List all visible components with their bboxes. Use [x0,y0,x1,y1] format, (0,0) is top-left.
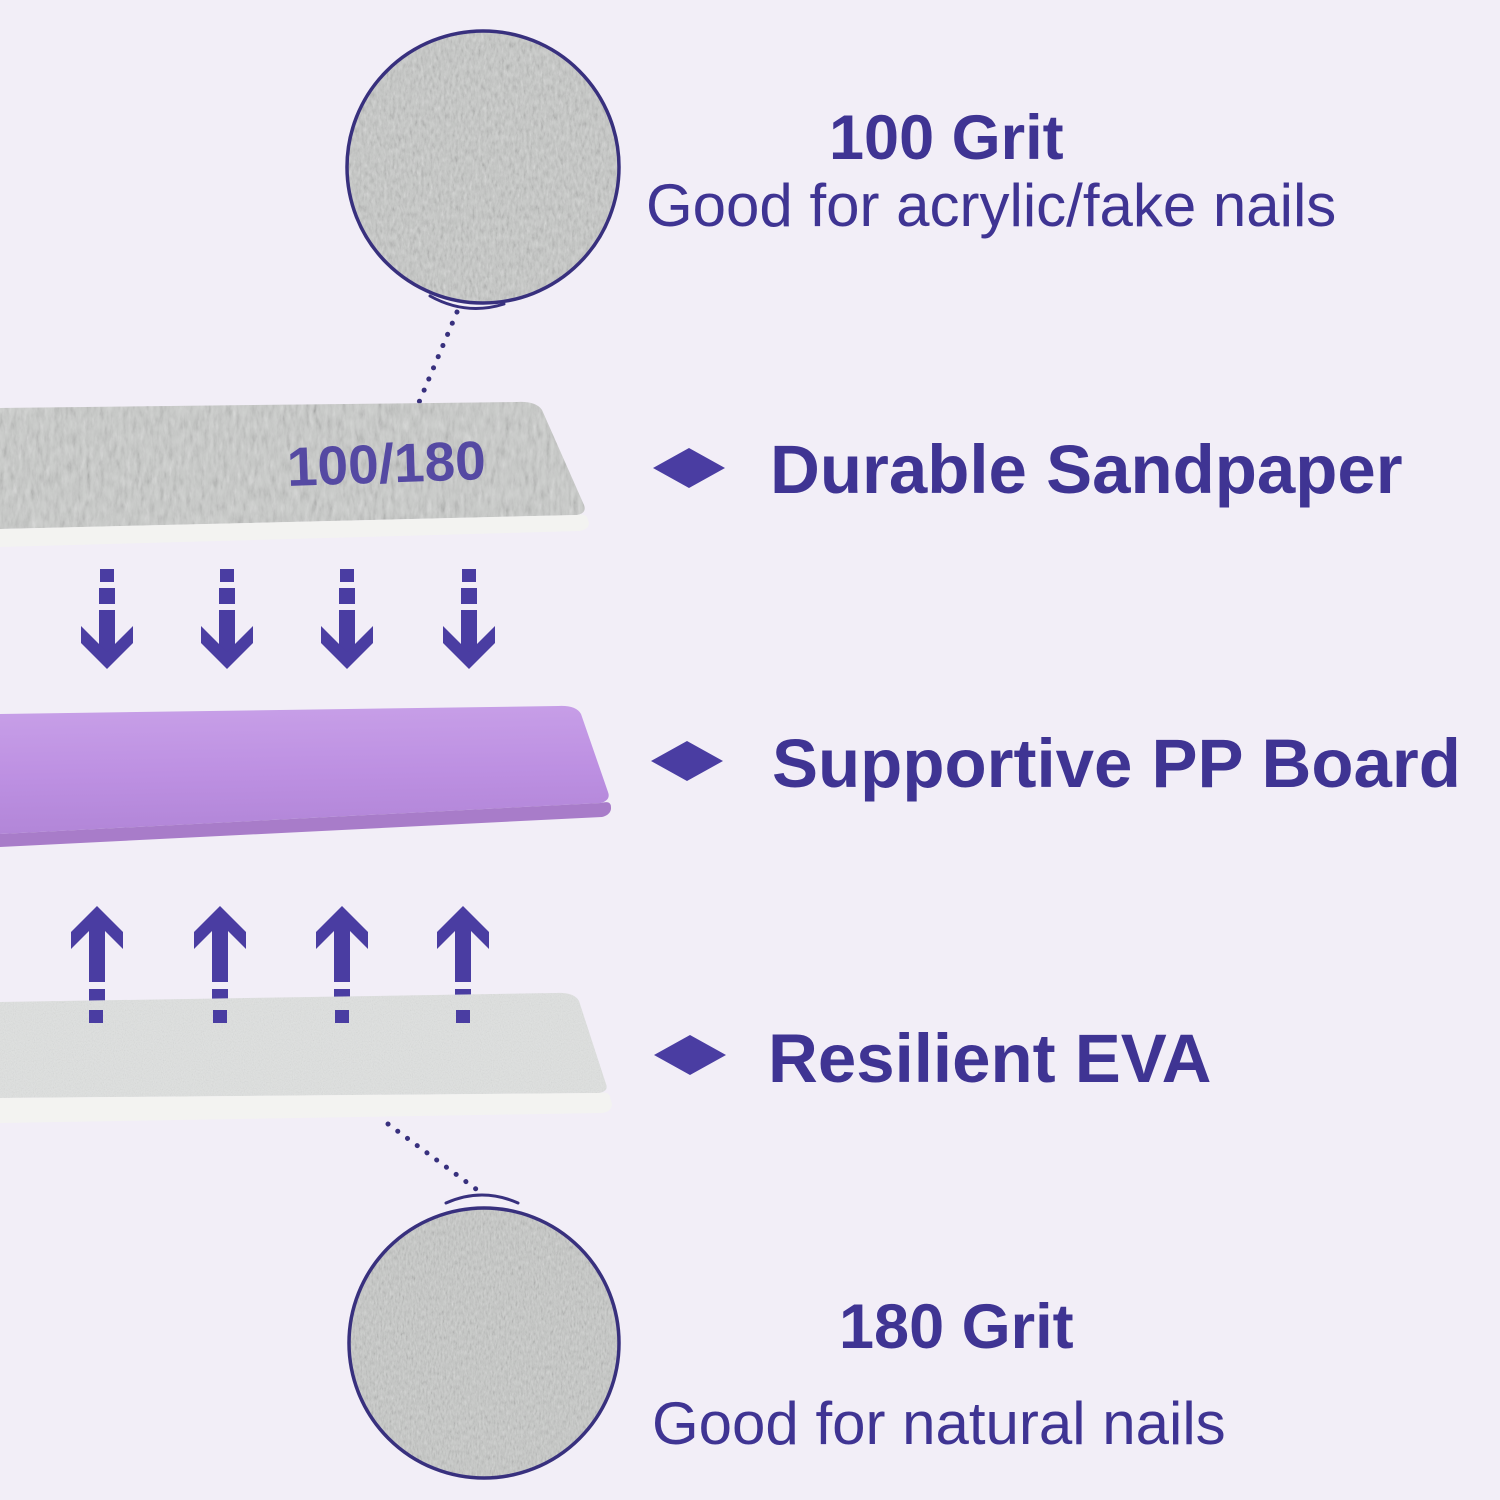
grit-100-zoom-circle [345,29,621,310]
sandpaper-strip [0,401,589,547]
diamond-bullet-icon [653,448,725,488]
dotted-leader-top [401,309,460,441]
layer-label-pp-board: Supportive PP Board [772,725,1461,802]
grit-180-subtitle: Good for natural nails [652,1390,1226,1457]
down-arrow-icon [81,569,133,669]
magnifier-arc [444,1193,520,1205]
sandpaper-grit-print: 100/180 [285,429,487,498]
grit-180-title: 180 Grit [839,1292,1074,1362]
diamond-bullet-icon [654,1035,726,1075]
dotted-leader-bottom [385,1121,483,1195]
eva-strip [0,992,612,1123]
grit-180-zoom-circle [347,1193,621,1480]
down-arrow-icon [321,569,373,669]
grit-100-title: 100 Grit [829,103,1064,173]
grit-100-subtitle: Good for acrylic/fake nails [646,172,1337,239]
press-down-arrows [81,569,495,669]
up-arrow-dashes-overlay [89,1010,470,1023]
layer-label-eva: Resilient EVA [768,1020,1212,1097]
magnifier-arc [428,294,506,310]
diamond-bullet-icon [651,741,723,781]
down-arrow-icon [443,569,495,669]
down-arrow-icon [201,569,253,669]
layer-label-sandpaper: Durable Sandpaper [770,431,1403,508]
pp-board-strip [0,705,611,847]
